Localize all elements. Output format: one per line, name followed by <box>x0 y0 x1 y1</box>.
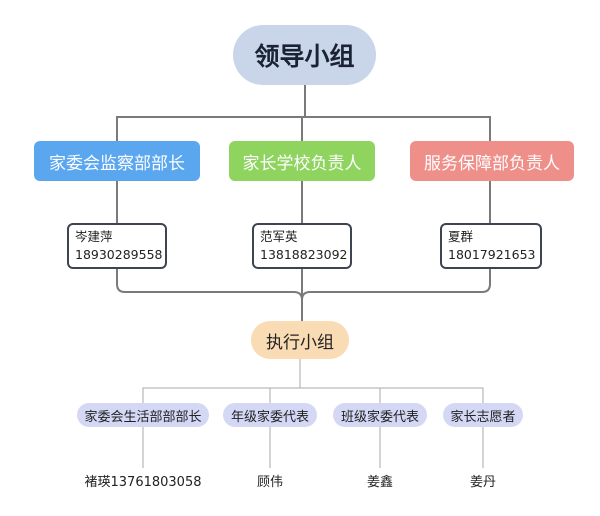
leadership-group-node: 领导小组 <box>233 25 376 85</box>
person-phone: 13818823092 <box>260 247 348 262</box>
dept-node-parent-school: 家长学校负责人 <box>229 141 375 181</box>
person-card-service-support: 夏群 18017921653 <box>440 223 542 269</box>
member-label-grade-rep: 顾伟 <box>256 474 283 490</box>
person-name: 岑建萍 <box>75 229 113 244</box>
dept-node-service-support: 服务保障部负责人 <box>410 141 574 181</box>
sub-group-node-volunteer: 家长志愿者 <box>443 403 523 427</box>
dept-node-supervision: 家委会监察部部长 <box>34 141 200 181</box>
person-card-supervision: 岑建萍 18930289558 <box>67 223 167 269</box>
execution-group-node: 执行小组 <box>251 321 349 359</box>
person-card-parent-school: 范军英 13818823092 <box>252 223 352 269</box>
person-name: 夏群 <box>448 229 474 244</box>
sub-group-node-class-rep: 班级家委代表 <box>333 403 427 427</box>
member-label-class-rep: 姜鑫 <box>366 474 393 490</box>
sub-group-node-life-dept: 家委会生活部部部长 <box>77 403 209 427</box>
person-name: 范军英 <box>260 229 298 244</box>
member-label-volunteer: 姜丹 <box>469 474 496 490</box>
person-phone: 18017921653 <box>448 247 536 262</box>
member-label-life-dept: 褚瑛13761803058 <box>84 474 202 490</box>
person-phone: 18930289558 <box>75 247 163 262</box>
sub-group-node-grade-rep: 年级家委代表 <box>223 403 317 427</box>
